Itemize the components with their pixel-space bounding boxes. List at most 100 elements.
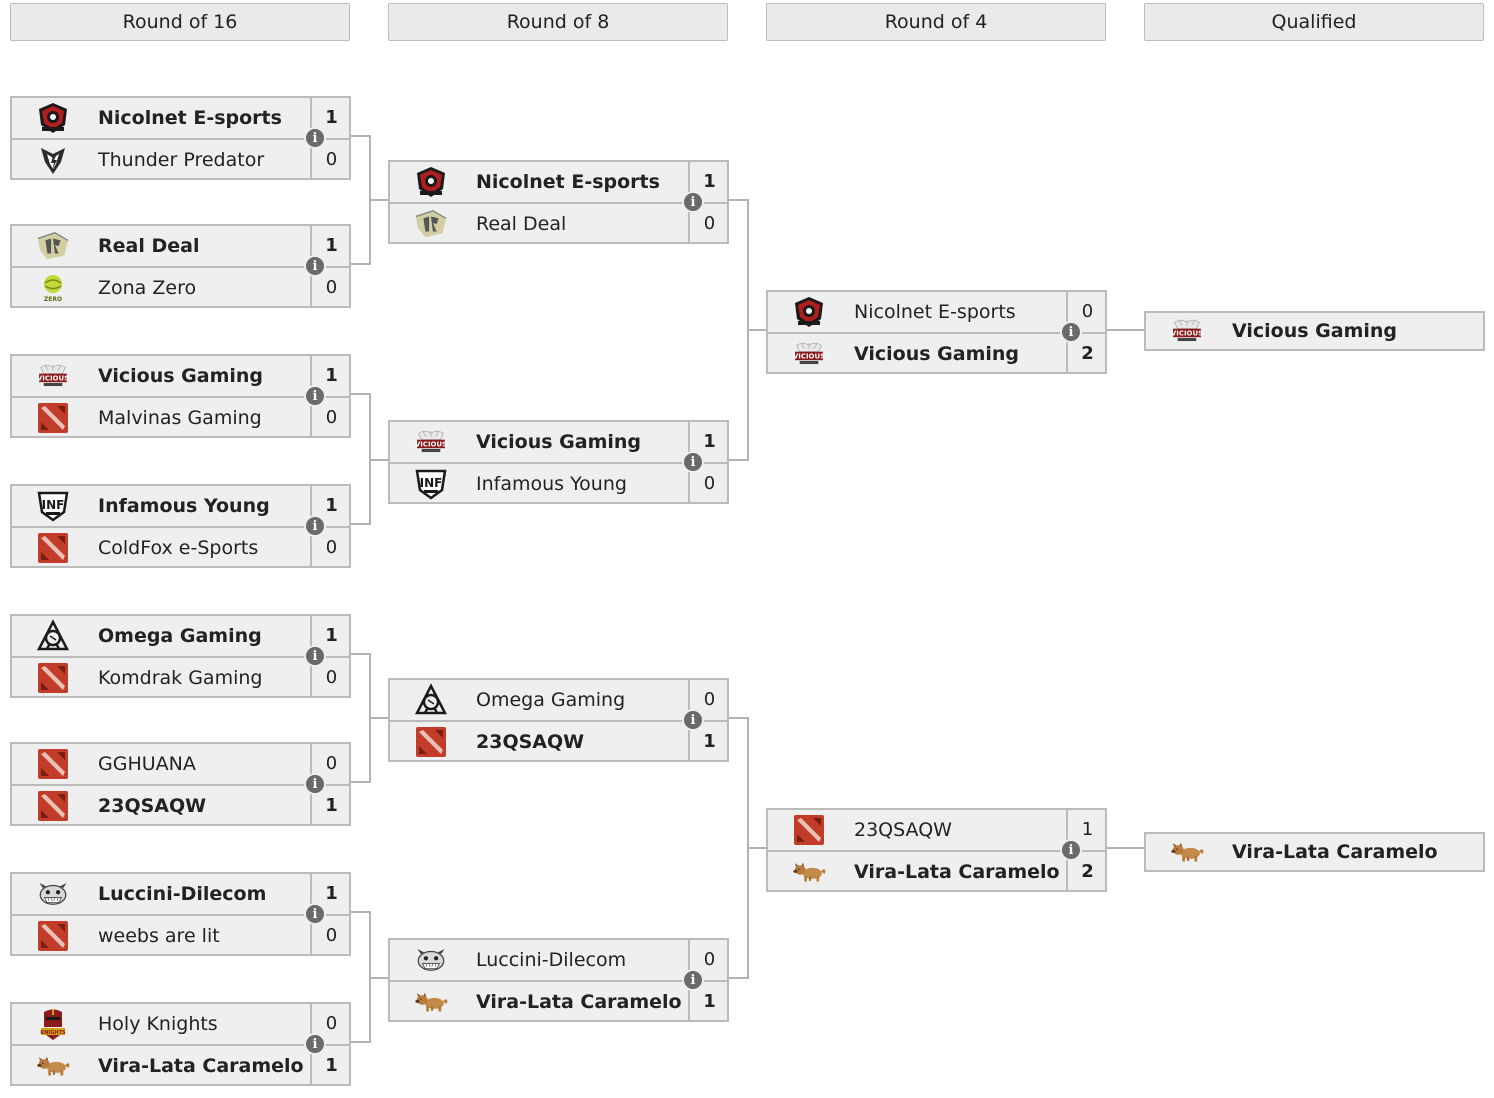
team-name[interactable]: Luccini-Dilecom (476, 949, 627, 971)
bracket-connector (747, 329, 766, 331)
team-name[interactable]: 23QSAQW (98, 795, 207, 817)
team-name[interactable]: Vicious Gaming (854, 343, 1020, 365)
match-info-icon[interactable]: i (304, 255, 326, 277)
score-divider (688, 982, 690, 1022)
team-name[interactable]: Vira-Lata Caramelo (1232, 841, 1438, 863)
score-divider (310, 98, 312, 138)
team-score: 0 (325, 407, 338, 428)
match-info-icon[interactable]: i (304, 1033, 326, 1055)
team-name[interactable]: ColdFox e-Sports (98, 537, 259, 559)
team-name[interactable]: Nicolnet E-sports (476, 171, 660, 193)
row-separator (12, 1044, 349, 1046)
match-info-icon[interactable]: i (1060, 839, 1082, 861)
team-name[interactable]: Holy Knights (98, 1013, 218, 1035)
match-info-icon[interactable]: i (682, 709, 704, 731)
team-row[interactable]: Malvinas Gaming 0 (12, 398, 349, 438)
team-name[interactable]: Vicious Gaming (98, 365, 264, 387)
team-name[interactable]: Omega Gaming (98, 625, 262, 647)
team-row[interactable]: 23QSAQW 1 (768, 810, 1105, 850)
bracket-connector (351, 911, 371, 979)
team-name[interactable]: 23QSAQW (854, 819, 952, 841)
bracket-connector (1107, 329, 1144, 331)
team-score: 0 (325, 537, 338, 558)
match-info-icon[interactable]: i (682, 451, 704, 473)
team-name[interactable]: Zona Zero (98, 277, 197, 299)
team-name[interactable]: Luccini-Dilecom (98, 883, 267, 905)
team-score: 1 (1081, 819, 1094, 840)
team-name[interactable]: weebs are lit (98, 925, 220, 947)
team-name[interactable]: Vira-Lata Caramelo (854, 861, 1060, 883)
infamous-young-logo-icon: INF (414, 467, 448, 501)
team-name[interactable]: Infamous Young (476, 473, 627, 495)
match-info-icon[interactable]: i (682, 969, 704, 991)
team-name[interactable]: Omega Gaming (476, 689, 626, 711)
team-name[interactable]: Vicious Gaming (476, 431, 642, 453)
qualified-team-2[interactable]: Vira-Lata Caramelo (1144, 832, 1485, 872)
score-divider (310, 658, 312, 698)
match-info-icon[interactable]: i (304, 385, 326, 407)
dota-logo-icon (36, 661, 70, 695)
team-name[interactable]: Infamous Young (98, 495, 270, 517)
luccini-dilecom-logo-icon (36, 877, 70, 911)
match-info-icon[interactable]: i (682, 191, 704, 213)
team-name[interactable]: Komdrak Gaming (98, 667, 263, 689)
bracket-connector (369, 199, 388, 201)
match-info-icon[interactable]: i (304, 903, 326, 925)
team-name[interactable]: GGHUANA (98, 753, 196, 775)
match-info-icon[interactable]: i (304, 127, 326, 149)
bracket-connector (351, 977, 371, 1043)
score-divider (310, 1046, 312, 1086)
team-row[interactable]: ColdFox e-Sports 0 (12, 528, 349, 568)
real-deal-logo-icon (414, 207, 448, 241)
team-name[interactable]: Real Deal (476, 213, 567, 235)
match-info-icon[interactable]: i (304, 645, 326, 667)
dota-logo-icon (792, 813, 826, 847)
round-header-r8: Round of 8 (388, 3, 728, 41)
team-name[interactable]: Nicolnet E-sports (854, 301, 1016, 323)
team-name[interactable]: Real Deal (98, 235, 200, 257)
team-name[interactable]: Vira-Lata Caramelo (476, 991, 682, 1013)
team-name[interactable]: Nicolnet E-sports (98, 107, 282, 129)
team-name[interactable]: Thunder Predator (98, 149, 265, 171)
match-info-icon[interactable]: i (304, 515, 326, 537)
match-info-icon[interactable]: i (1060, 321, 1082, 343)
team-name[interactable]: Vicious Gaming (1232, 320, 1398, 342)
team-score: 0 (325, 667, 338, 688)
team-name[interactable]: Malvinas Gaming (98, 407, 262, 429)
team-row[interactable]: Komdrak Gaming 0 (12, 658, 349, 698)
team-name[interactable]: 23QSAQW (476, 731, 585, 753)
team-name[interactable]: Vira-Lata Caramelo (98, 1055, 304, 1077)
match-info-icon[interactable]: i (304, 773, 326, 795)
